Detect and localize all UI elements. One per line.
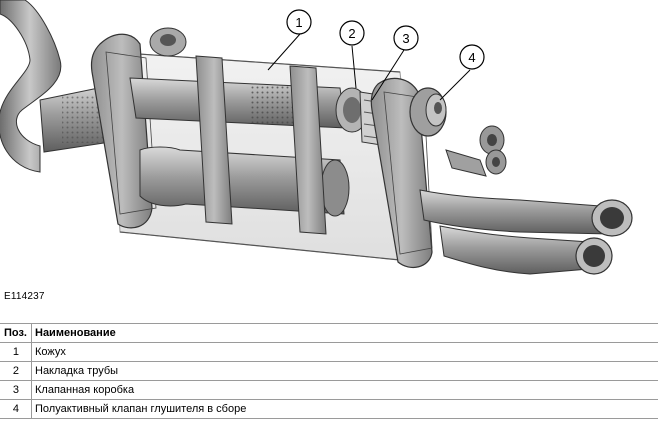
table-header-row: Поз. Наименование: [0, 323, 658, 343]
row-pos: 1: [0, 342, 32, 362]
callout-3: 3: [393, 25, 419, 51]
baffle-plates: [195, 55, 327, 235]
semi-active-valve-assembly: [409, 87, 507, 177]
callout-2-label: 2: [348, 26, 355, 41]
figure-code: E114237: [4, 291, 45, 302]
table-row: 2 Накладка трубы: [0, 361, 658, 381]
callout-4-label: 4: [468, 50, 475, 65]
row-pos: 3: [0, 380, 32, 400]
callout-leaders: [267, 33, 471, 101]
row-pos: 2: [0, 361, 32, 381]
row-name: Полуактивный клапан глушителя в сборе: [31, 399, 658, 419]
row-name: Накладка трубы: [31, 361, 658, 381]
row-name: Кожух: [31, 342, 658, 362]
tailpipes: [419, 189, 633, 275]
callout-4: 4: [459, 44, 485, 70]
table-row: 3 Клапанная коробка: [0, 380, 658, 400]
row-pos: 4: [0, 399, 32, 419]
table-row: 1 Кожух: [0, 342, 658, 362]
parts-table: Поз. Наименование 1 Кожух 2 Накладка тру…: [0, 323, 658, 419]
callout-2: 2: [339, 20, 365, 46]
table-row: 4 Полуактивный клапан глушителя в сборе: [0, 399, 658, 419]
callout-1-label: 1: [295, 15, 302, 30]
header-pos: Поз.: [0, 323, 32, 343]
row-name: Клапанная коробка: [31, 380, 658, 400]
callout-1: 1: [286, 9, 312, 35]
muffler-illustration: 1 2 3 4: [0, 0, 633, 275]
header-name: Наименование: [31, 323, 658, 343]
callout-3-label: 3: [402, 31, 409, 46]
